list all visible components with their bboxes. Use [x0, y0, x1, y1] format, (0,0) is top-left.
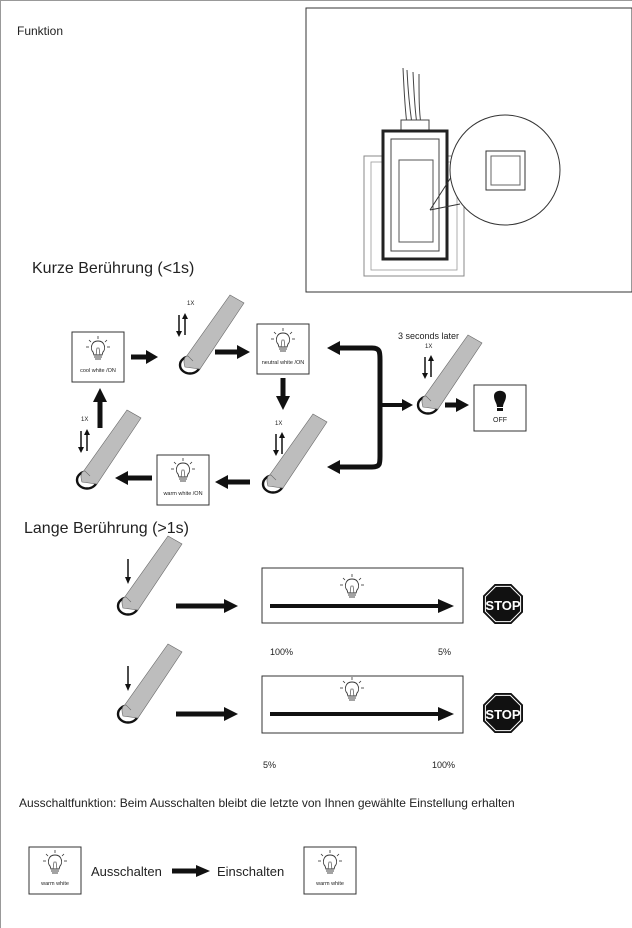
tap-updown-arrow-2-icon: [272, 431, 286, 457]
off-label: OFF: [493, 417, 507, 424]
row1-start-label: 100%: [270, 647, 293, 657]
flow-arrow-finger-to-warm: [215, 475, 250, 489]
long-touch-row-1: [116, 534, 524, 625]
long-touch-title: Lange Berührung (>1s): [24, 520, 189, 537]
tap-count-4: 1X: [425, 344, 432, 350]
tap-updown-arrow-4-icon: [421, 354, 435, 380]
off-function-left-box-label: warm white: [40, 881, 69, 887]
off-function-arrow: [172, 865, 210, 877]
row2-start-label: 5%: [263, 760, 276, 770]
off-function-off-word: Ausschalten: [91, 864, 162, 879]
neutral-white-label: neutral white /ON: [262, 360, 305, 366]
off-function-on-word: Einschalten: [217, 864, 284, 879]
warm-white-box: [156, 454, 210, 506]
tap-finger-2-icon: [261, 412, 329, 494]
neutral-white-box: [256, 323, 310, 375]
off-function-text: Ausschaltfunktion: Beim Ausschalten blei…: [19, 796, 515, 810]
flow-arrow-finger-up-to-cool: [93, 388, 107, 428]
funktion-label: Funktion: [17, 24, 63, 38]
flow-arrow-finger-to-neutral: [215, 345, 250, 359]
short-touch-title: Kurze Berührung (<1s): [32, 260, 194, 277]
bracket-connector: [327, 341, 413, 474]
tap-count-1: 1X: [187, 301, 194, 307]
touch-dimmer-device-illustration: [363, 67, 561, 277]
flow-arrow-neutral-down: [276, 378, 290, 410]
warm-white-label: warm white /ON: [162, 491, 202, 497]
row1-end-label: 5%: [438, 647, 451, 657]
off-box: [473, 384, 527, 432]
tap-count-3: 1X: [81, 417, 88, 423]
flow-arrow-cool-to-finger: [131, 350, 158, 364]
flow-arrow-warm-to-finger: [115, 471, 152, 485]
long-touch-row-2: [116, 642, 524, 734]
device-illustration-panel: [305, 7, 632, 293]
tap-count-2: 1X: [275, 421, 282, 427]
off-function-right-box: [303, 846, 357, 895]
off-function-right-box-label: warm white: [315, 881, 344, 887]
tap-updown-arrow-3-icon: [77, 428, 91, 454]
row2-end-label: 100%: [432, 760, 455, 770]
off-function-left-box: [28, 846, 82, 895]
stop-sign-1-label: STOP: [485, 598, 520, 613]
stop-sign-2-label: STOP: [485, 707, 520, 722]
tap-updown-arrow-1-icon: [175, 312, 189, 338]
delay-label: 3 seconds later: [398, 331, 459, 341]
cool-white-box: [71, 331, 125, 383]
cool-white-label: cool white /ON: [80, 368, 116, 374]
flow-arrow-finger-to-off: [445, 398, 469, 412]
